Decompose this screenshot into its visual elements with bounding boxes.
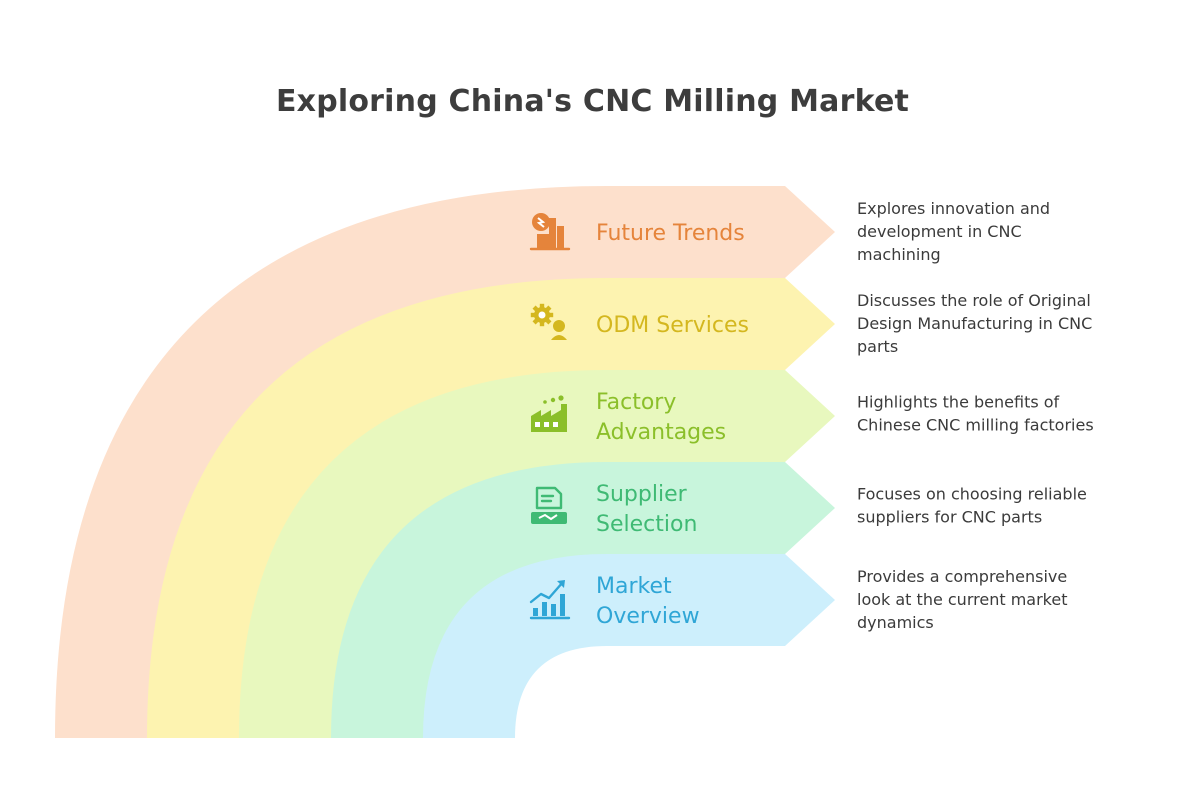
stage-label-market-overview: Market: [596, 574, 672, 599]
factory-smokestack-icon: [529, 213, 571, 251]
stage-description-market-overview: dynamics: [857, 613, 934, 632]
inner-cutout: [515, 646, 845, 740]
stage-description-market-overview: look at the current market: [857, 590, 1067, 609]
stage-description-odm-services: Discusses the role of Original: [857, 291, 1091, 310]
stage-label-odm-services: ODM Services: [596, 313, 749, 338]
stage-label-supplier-selection: Supplier: [596, 482, 688, 507]
stage-description-odm-services: Design Manufacturing in CNC: [857, 314, 1092, 333]
stage-descriptions: Explores innovation and development in CN…: [857, 199, 1094, 632]
stage-icons: [529, 213, 571, 620]
stage-description-market-overview: Provides a comprehensive: [857, 567, 1067, 586]
stage-label-market-overview: Overview: [596, 604, 700, 629]
gear-worker-icon: [530, 303, 567, 340]
stage-label-factory-advantages: Advantages: [596, 420, 726, 445]
factory-icon: [531, 395, 567, 432]
stage-description-supplier-selection: Focuses on choosing reliable: [857, 485, 1087, 504]
stage-description-supplier-selection: suppliers for CNC parts: [857, 508, 1042, 527]
stage-label-supplier-selection: Selection: [596, 512, 697, 537]
stage-description-future-trends: machining: [857, 245, 941, 264]
stage-label-factory-advantages: Factory: [596, 390, 676, 415]
bar-chart-growth-icon: [529, 580, 571, 620]
stage-description-factory-advantages: Highlights the benefits of: [857, 393, 1060, 412]
stage-description-future-trends: development in CNC: [857, 222, 1022, 241]
handshake-document-icon: [531, 486, 567, 524]
stage-description-future-trends: Explores innovation and: [857, 199, 1050, 218]
rainbow-bands: [55, 186, 845, 740]
page-title: Exploring China's CNC Milling Market: [275, 84, 910, 119]
stage-description-factory-advantages: Chinese CNC milling factories: [857, 416, 1094, 435]
stage-description-odm-services: parts: [857, 337, 898, 356]
stage-label-future-trends: Future Trends: [596, 221, 745, 246]
